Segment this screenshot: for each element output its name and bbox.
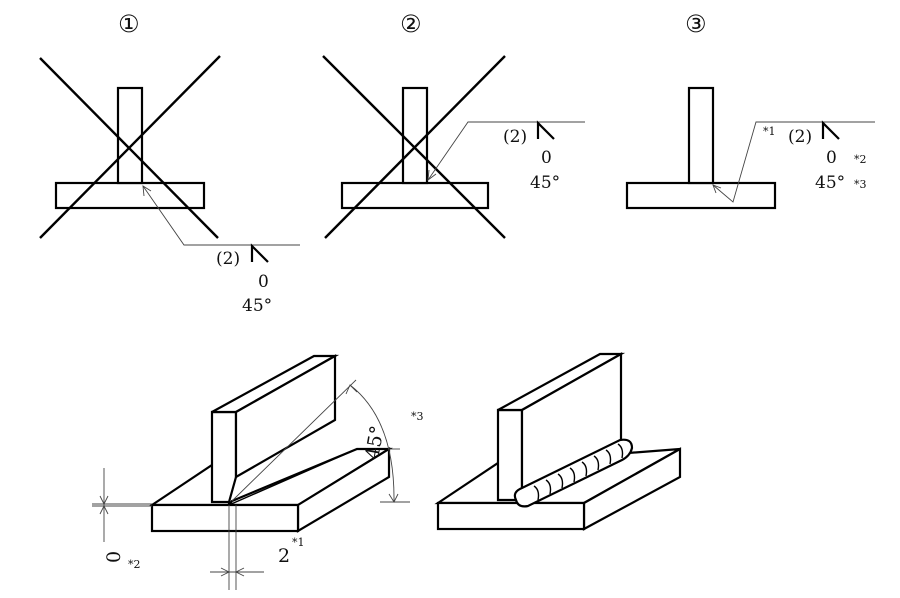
panel-1-gap: 0 xyxy=(258,272,269,292)
panel-3-leader-line xyxy=(712,121,875,203)
panel-3-gap: 0 xyxy=(826,148,837,168)
panel-2-base-plate xyxy=(340,181,490,210)
panel-1-angle: 45° xyxy=(242,296,272,316)
weld-base-front xyxy=(436,501,586,531)
panel-1-bevel-symbol xyxy=(250,243,269,263)
panel-3-note-3: *3 xyxy=(854,178,867,191)
panel-1: ① (2) 0 45° xyxy=(39,10,300,316)
panel-3-note-1: *1 xyxy=(763,125,776,138)
iso-bevel-edge xyxy=(228,476,237,503)
iso-bevel-extension-line xyxy=(231,379,357,502)
panel-1-web-plate xyxy=(116,86,144,185)
panel-1-cross-line-b xyxy=(39,55,221,239)
panel-2-number: ② xyxy=(400,10,422,38)
panel-2-cross-line-b xyxy=(324,55,506,239)
iso-angle-note: *3 xyxy=(411,410,424,423)
panel-3-angle: 45° xyxy=(815,173,845,193)
panel-2-gap: 0 xyxy=(541,148,552,168)
iso-gap-arrow-bottom xyxy=(99,504,109,515)
panel-1-leader-line xyxy=(142,185,300,246)
panel-3-depth: (2) xyxy=(788,127,812,147)
iso-welded-joint xyxy=(434,352,682,531)
iso-depth-note: *1 xyxy=(292,536,305,549)
panel-2: ② (2) 0 45° xyxy=(322,10,585,239)
iso-depth-arrow-left xyxy=(220,567,231,577)
panel-1-depth: (2) xyxy=(216,249,240,269)
iso-depth-arrow-right xyxy=(234,567,245,577)
iso-web-side xyxy=(234,354,337,479)
panel-3-base-plate xyxy=(625,181,777,210)
panel-2-arrow-head xyxy=(427,169,437,181)
iso-groove-root-line xyxy=(228,448,358,506)
weld-web-front xyxy=(496,408,524,502)
weld-ripples xyxy=(533,443,624,501)
panel-1-base-plate xyxy=(54,181,206,210)
panel-2-web-plate xyxy=(401,86,429,185)
iso-base-front xyxy=(150,503,300,533)
iso-gap-label: 0 xyxy=(103,551,125,563)
panel-2-depth: (2) xyxy=(503,127,527,147)
panel-3-arrow-head xyxy=(712,184,722,194)
iso-angle-arrow-bottom xyxy=(388,493,399,503)
panel-2-leader-line xyxy=(427,121,585,181)
panel-3-number: ③ xyxy=(685,10,707,38)
panel-3-note-2: *2 xyxy=(854,153,867,166)
panel-2-bevel-symbol xyxy=(536,120,555,140)
iso-gap-arrow-top xyxy=(99,495,109,506)
panel-3-bevel-symbol xyxy=(821,120,840,140)
panel-3: ③ *1 (2) 0 *2 45° *3 xyxy=(625,10,875,210)
iso-beveled-joint: 45° *3 0 *2 2 *1 xyxy=(92,354,424,590)
panel-1-arrow-head xyxy=(142,185,152,197)
panel-2-angle: 45° xyxy=(530,173,560,193)
panel-1-number: ① xyxy=(118,10,140,38)
iso-gap-note: *2 xyxy=(128,558,141,571)
iso-angle-arrow-top xyxy=(345,384,358,395)
panel-3-web-plate xyxy=(687,86,715,185)
iso-depth-label: 2 xyxy=(278,545,290,567)
iso-angle-arc xyxy=(349,384,395,503)
